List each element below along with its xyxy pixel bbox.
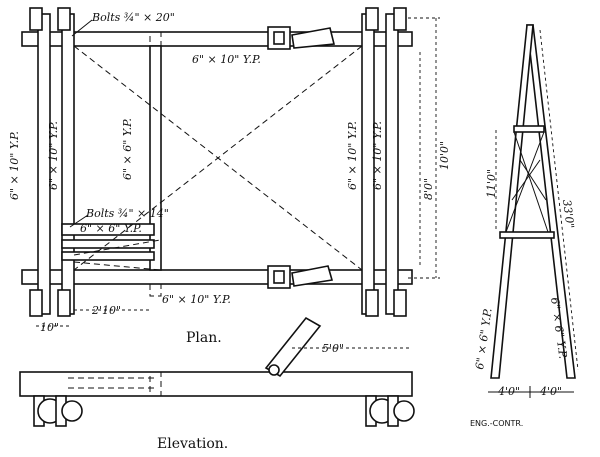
left-inner-timber: [61, 13, 75, 315]
dim-2-10: 2'10": [91, 304, 121, 317]
elevation-view: 5'0" Elevation.: [19, 316, 415, 452]
left-outer-timber: [37, 13, 51, 315]
right-outer-label: 6" × 10" Y.P.: [371, 121, 384, 190]
bottom-clamp: [267, 265, 334, 289]
plan-caption: Plan.: [186, 330, 222, 346]
bolts-top-label: Bolts ¾" × 20": [91, 11, 175, 24]
bottom-beam: [21, 269, 413, 285]
elevation-wheels: [33, 395, 415, 427]
plan-view: Bolts ¾" × 20" 6" × 10" Y.P. Bolts ¾" × …: [8, 7, 451, 346]
mast-left-label: 6" × 6" Y.P.: [473, 307, 494, 370]
right-inner-label: 6" × 10" Y.P.: [346, 121, 359, 190]
right-outer-timber: [385, 13, 399, 315]
bolts-mid-label: Bolts ¾" × 14": [85, 207, 169, 220]
left-outer-label: 6" × 10" Y.P.: [8, 131, 21, 200]
cross-beam-label: 6" × 6" Y.P.: [80, 222, 142, 235]
bottom-wheels: [29, 289, 407, 317]
top-wheels: [29, 7, 407, 31]
top-clamp: [267, 26, 336, 50]
dim-33ft: 33'0": [560, 199, 576, 229]
top-beam-label: 6" × 10" Y.P.: [192, 53, 261, 66]
center-post-label: 6" × 6" Y.P.: [121, 118, 134, 180]
elevation-caption: Elevation.: [157, 436, 228, 452]
bottom-beam-label: 6" × 10" Y.P.: [162, 293, 231, 306]
top-beam: [21, 31, 413, 47]
credit-caption: ENG.-CONTR.: [470, 419, 523, 428]
dim-10in: 10": [40, 321, 59, 334]
dim-10ft: 10'0": [438, 141, 451, 170]
cross-beam: [61, 223, 155, 236]
elevation-beam: [19, 371, 413, 397]
raised-arm: [264, 316, 322, 378]
left-inner-label: 6" × 10" Y.P.: [47, 121, 60, 190]
dim-4ft-left: 4'0": [497, 385, 520, 398]
dim-8ft: 8'0": [422, 178, 435, 200]
dim-11ft: 11'0": [485, 169, 498, 198]
mast-view: 11'0" 33'0" 6" × 6" Y.P. 6" × 6" Y.P. 4'…: [470, 24, 579, 428]
dim-4ft-right: 4'0": [539, 385, 562, 398]
dim-5ft: 5'0": [322, 342, 344, 355]
center-post: [149, 45, 162, 271]
